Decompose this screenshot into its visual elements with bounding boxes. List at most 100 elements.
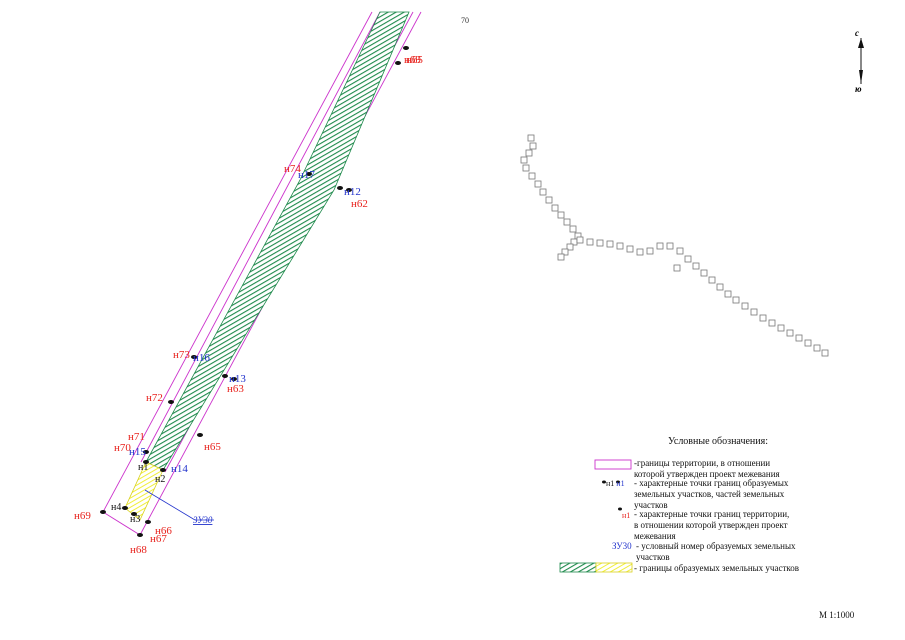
compass-south-label: ю — [855, 84, 862, 94]
label-n17: н17 — [298, 169, 315, 181]
label-n62: н62 — [351, 198, 368, 210]
label-n72: н72 — [146, 392, 163, 404]
label-n3: н3 — [130, 514, 140, 525]
overview-cell — [606, 240, 614, 248]
label-n68: н68 — [130, 544, 147, 556]
red-point-labels: н69 н65 н74 н62 н73 н63 н72 н65 н71 н70 … — [74, 54, 423, 556]
overview-cell — [750, 308, 758, 316]
label-n16: н16 — [193, 352, 210, 364]
label-n13: н13 — [229, 373, 246, 385]
north-arrow-icon — [858, 38, 864, 84]
legend-text: которой утвержден проект межевания — [634, 469, 780, 479]
legend-title: Условные обозначения: — [668, 436, 769, 447]
overview-cell — [692, 262, 700, 270]
overview-cell — [551, 204, 559, 212]
overview-cell — [561, 248, 569, 256]
label-n4: н4 — [111, 502, 121, 513]
overview-cell — [813, 344, 821, 352]
legend-item-plots: - границы образуемых земельных участков — [634, 563, 800, 573]
plot-number-leader — [144, 489, 196, 521]
overview-cell — [545, 196, 553, 204]
overview-cell — [724, 290, 732, 298]
hatched-plot-yellow-icon — [595, 562, 633, 573]
label-n1: н1 — [138, 462, 148, 473]
blue-point-labels: н17 н12 н16 н13 н15 н14 — [129, 169, 361, 475]
label-n73: н73 — [173, 349, 190, 361]
label-n65-top: н65 — [406, 54, 423, 66]
black-point-labels: н1 н2 н4 н3 — [111, 462, 165, 525]
legend-item-territory-points: - характерные точки границ территории, в… — [634, 509, 790, 541]
overview-cell — [525, 149, 533, 157]
label-n15: н15 — [129, 446, 146, 458]
overview-cell — [821, 349, 829, 357]
label-n67: н67 — [150, 533, 167, 545]
overview-cell — [804, 339, 812, 347]
overview-cell — [569, 225, 577, 233]
overview-cell — [656, 242, 664, 250]
point-markers — [100, 46, 409, 537]
overview-cell — [563, 218, 571, 226]
legend-item-points: - характерные точки границ образуемых зе… — [634, 478, 789, 510]
overview-cell — [759, 314, 767, 322]
overview-cell — [646, 247, 654, 255]
overview-cell — [586, 238, 594, 246]
overview-scheme — [520, 134, 829, 357]
legend-item-plot-number: - условный номер образуемых земельных уч… — [636, 541, 796, 562]
overview-cell — [777, 324, 785, 332]
hatched-plot-icon — [559, 562, 597, 573]
overview-cell — [522, 164, 530, 172]
overview-cell — [795, 334, 803, 342]
label-n65: н65 — [204, 441, 221, 453]
overview-cell — [528, 172, 536, 180]
overview-cell — [666, 242, 674, 250]
label-n63: н63 — [227, 383, 244, 395]
legend-text: -границы территории, в отношении — [634, 458, 771, 468]
label-n14: н14 — [171, 463, 188, 475]
legend-sample-plot-number: ЗУ30 — [612, 541, 632, 551]
label-n70: н70 — [114, 442, 131, 454]
boundary-rect-icon — [594, 459, 632, 470]
overview-cell — [576, 236, 584, 244]
overview-cell — [557, 211, 565, 219]
overview-cell — [741, 302, 749, 310]
compass-north-label: с — [855, 28, 859, 38]
label-n69-top: н69 — [404, 54, 421, 66]
overview-cell — [557, 253, 565, 261]
overview-cell — [676, 247, 684, 255]
overview-cell — [708, 276, 716, 284]
legend-item-boundary: -границы территории, в отношении которой… — [634, 458, 780, 480]
overview-cell — [527, 134, 535, 142]
plot-yellow-hatched — [124, 461, 164, 521]
overview-cell — [684, 255, 692, 263]
overview-cell — [566, 243, 574, 251]
label-n71: н71 — [128, 431, 145, 443]
overview-cell — [534, 180, 542, 188]
overview-cell — [520, 156, 528, 164]
overview-cell — [700, 269, 708, 277]
point-marker-icon — [602, 480, 620, 484]
label-n69: н69 — [74, 510, 91, 522]
plot-green-hatched — [145, 11, 410, 471]
map-scale: М 1:1000 — [819, 610, 855, 620]
overview-cell — [768, 319, 776, 327]
label-n2: н2 — [155, 474, 165, 485]
legend-sample-red: н1 — [622, 511, 631, 520]
overview-cell — [529, 142, 537, 150]
sheet-number: 70 — [461, 16, 469, 25]
label-n12: н12 — [344, 186, 361, 198]
overview-cell — [596, 239, 604, 247]
overview-cell — [673, 264, 681, 272]
overview-cell — [732, 296, 740, 304]
overview-cell — [539, 188, 547, 196]
legend-sample-black: н1 н1 — [606, 479, 625, 488]
overview-cell — [626, 245, 634, 253]
label-n74: н74 — [284, 163, 301, 175]
point-marker-red-icon — [618, 507, 622, 511]
overview-cell — [636, 248, 644, 256]
overview-cell — [716, 283, 724, 291]
overview-cell — [786, 329, 794, 337]
label-n66: н66 — [155, 525, 172, 537]
overview-cell — [616, 242, 624, 250]
